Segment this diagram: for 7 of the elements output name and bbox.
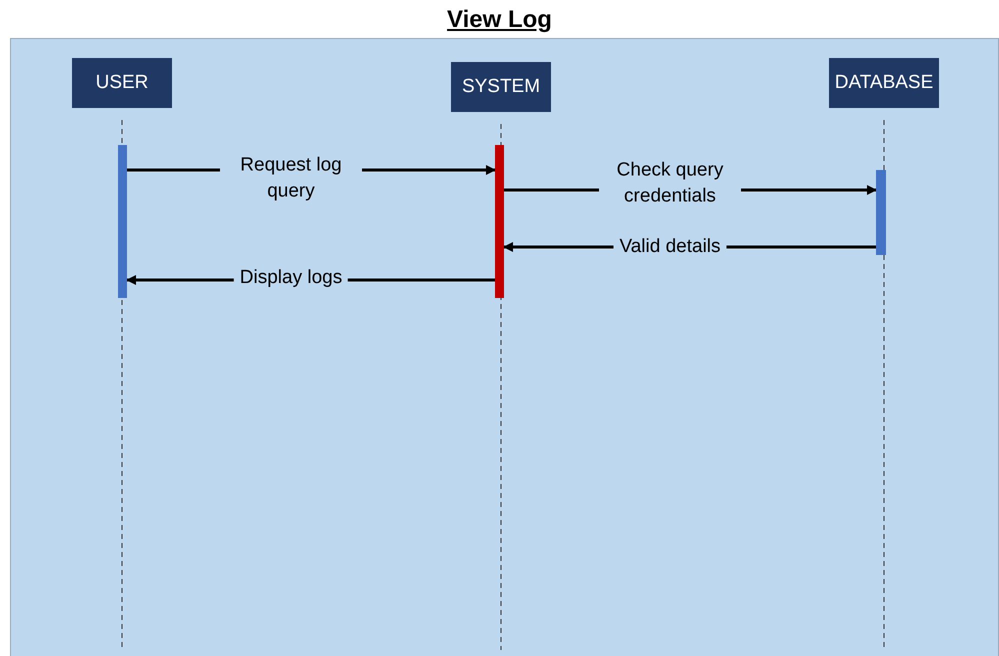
diagram-title: View Log: [446, 6, 553, 34]
activation-bar: [495, 145, 504, 298]
participant-box: DATABASE: [829, 58, 939, 108]
activation-bar: [118, 145, 127, 298]
participant-box: USER: [72, 58, 172, 108]
activation-bar: [876, 170, 886, 255]
participant-box: SYSTEM: [451, 62, 551, 112]
